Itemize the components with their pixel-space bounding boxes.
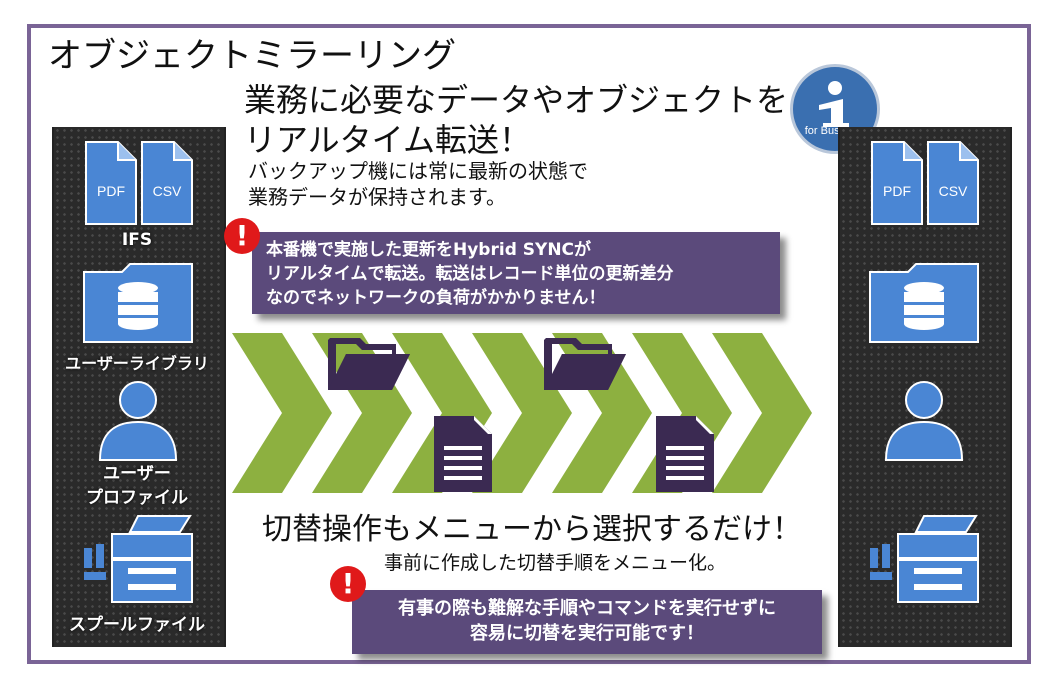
document-icon-2 [656, 416, 714, 492]
database-folder-icon [83, 263, 193, 343]
headline-line2: リアルタイム転送！ [244, 121, 532, 159]
transfer-arrows [232, 333, 812, 493]
csv-badge-backup: CSV [939, 183, 968, 199]
i-glyph-icon [819, 81, 849, 127]
alert-icon-2: ! [330, 566, 366, 602]
user-library-label: ユーザーライブラリ [65, 354, 209, 373]
switch-headline: 切替操作もメニューから選択するだけ！ [262, 512, 802, 547]
page-title: オブジェクトミラーリング [48, 36, 456, 76]
printer-icon-backup [870, 515, 979, 603]
user-icon-backup [884, 381, 964, 461]
subtext: バックアップ機には常に最新の状態で 業務データが保持されます。 [248, 158, 588, 210]
printer-icon [84, 515, 193, 603]
ifs-label: IFS [121, 230, 153, 250]
user-profile-label-line2: プロファイル [86, 488, 188, 508]
callout2-line2: 容易に切替を実行可能です！ [470, 623, 704, 644]
csv-file-icon-backup: CSV [927, 141, 979, 225]
csv-badge: CSV [153, 183, 182, 199]
chevron-1 [232, 333, 332, 493]
alert-icon: ! [224, 218, 260, 254]
callout-easy-switch: 有事の際も難解な手順やコマンドを実行せずに 容易に切替を実行可能です！ [352, 590, 822, 654]
pdf-badge-backup: PDF [883, 183, 911, 199]
document-icon [434, 416, 492, 492]
callout-realtime-transfer: 本番機で実施した更新をHybrid SYNCが リアルタイムで転送。転送はレコー… [252, 232, 780, 314]
chevron-7 [712, 333, 812, 493]
diagram-frame [27, 24, 1031, 664]
folder-icon-2 [544, 338, 626, 390]
switch-subtext: 事前に作成した切替手順をメニュー化。 [384, 552, 727, 574]
callout1-line3: なのでネットワークの負荷がかかりません！ [266, 288, 606, 308]
headline-line1: 業務に必要なデータやオブジェクトを [244, 81, 789, 119]
user-profile-label-line1: ユーザー [103, 464, 171, 484]
callout1-line1: 本番機で実施した更新をHybrid SYNCが [266, 240, 592, 260]
csv-file-icon: CSV [141, 141, 193, 225]
headline: 業務に必要なデータやオブジェクトを リアルタイム転送！ [244, 80, 788, 160]
spool-file-label: スプールファイル [69, 615, 205, 635]
subtext-line1: バックアップ機には常に最新の状態で [248, 159, 588, 183]
pdf-badge: PDF [97, 183, 125, 199]
folder-icon [328, 338, 410, 390]
user-profile-label: ユーザー プロファイル [52, 462, 222, 510]
callout2-line1: 有事の際も難解な手順やコマンドを実行せずに [398, 598, 776, 619]
user-icon [98, 381, 178, 461]
callout1-line2: リアルタイムで転送。転送はレコード単位の更新差分 [266, 264, 674, 284]
subtext-line2: 業務データが保持されます。 [248, 185, 506, 209]
pdf-file-icon: PDF CSV [85, 141, 193, 225]
database-folder-icon-backup [869, 263, 979, 343]
pdf-file-icon-backup: PDF CSV [871, 141, 979, 225]
